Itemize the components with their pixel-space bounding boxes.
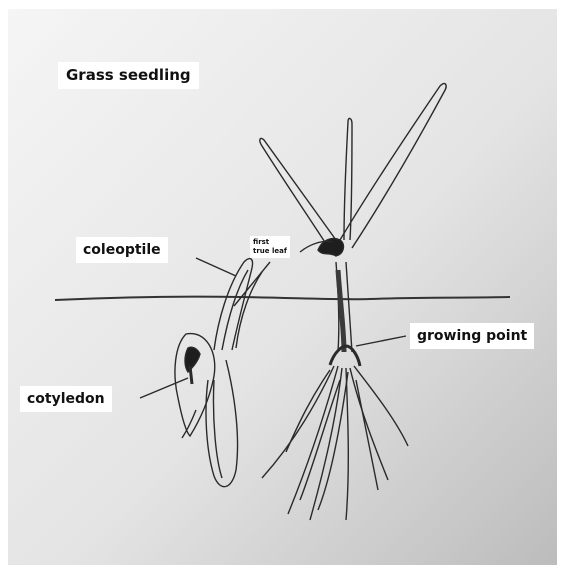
cotyledon-label: cotyledon — [20, 386, 112, 412]
background-panel — [8, 9, 557, 565]
growing-point-label: growing point — [410, 323, 534, 349]
diagram-title: Grass seedling — [58, 62, 199, 89]
first-true-leaf-label: first true leaf — [250, 236, 290, 258]
coleoptile-label: coleoptile — [76, 237, 168, 263]
